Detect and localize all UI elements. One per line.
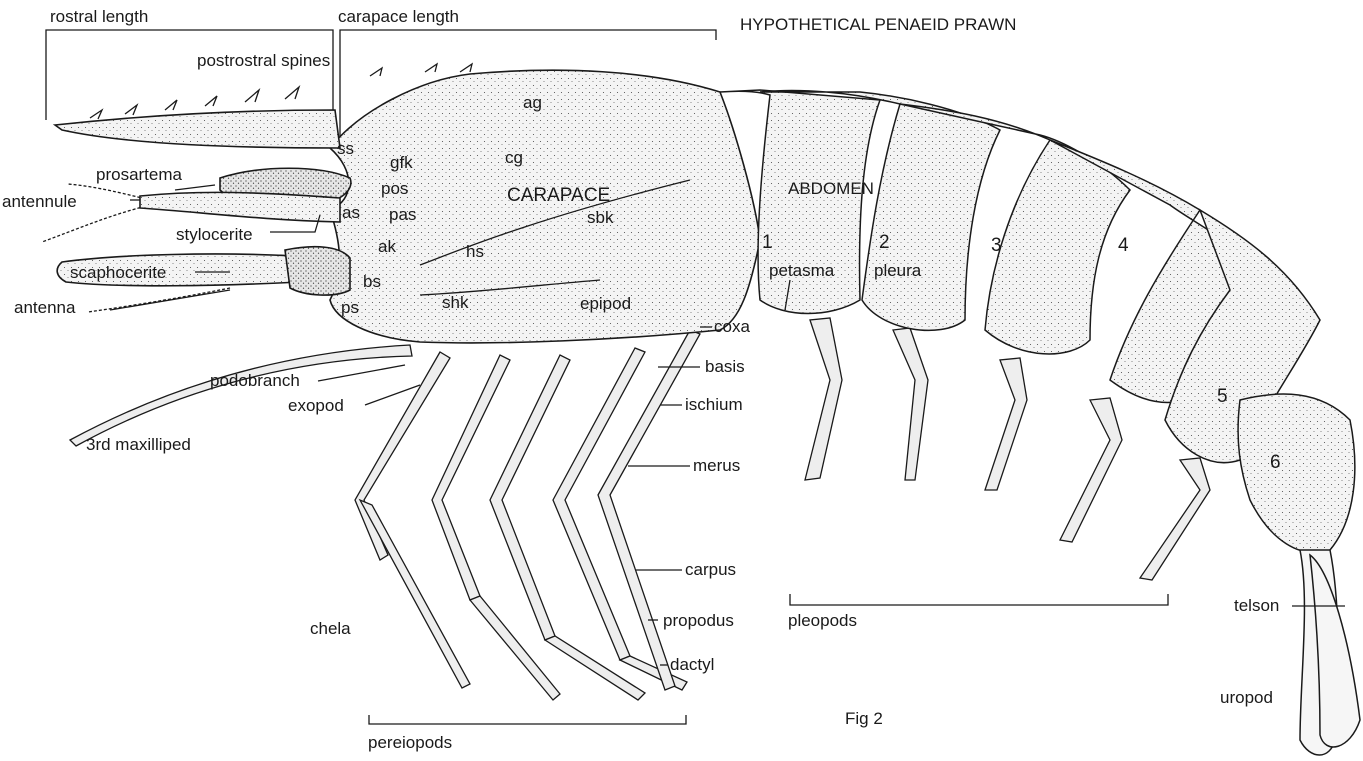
carapace-length-label: carapace length <box>338 7 459 26</box>
label-uropod: uropod <box>1220 688 1273 707</box>
label-chela: chela <box>310 619 351 638</box>
label-ak: ak <box>378 237 396 256</box>
label-pos: pos <box>381 179 408 198</box>
label-carpus: carpus <box>685 560 736 579</box>
label-sbk: sbk <box>587 208 614 227</box>
label-postrostral-spines: postrostral spines <box>197 51 330 70</box>
label-propodus: propodus <box>663 611 734 630</box>
label-basis: basis <box>705 357 745 376</box>
label-stylocerite: stylocerite <box>176 225 253 244</box>
label-exopod: exopod <box>288 396 344 415</box>
segment-number-3: 3 <box>991 235 1002 256</box>
label-merus: merus <box>693 456 740 475</box>
label-podobranch: podobranch <box>210 371 300 390</box>
segment-number-6: 6 <box>1270 452 1281 473</box>
label-dactyl: dactyl <box>670 655 714 674</box>
label-gfk: gfk <box>390 153 413 172</box>
antenna-flagellum <box>88 288 230 312</box>
title: HYPOTHETICAL PENAEID PRAWN <box>740 15 1016 34</box>
label-coxa: coxa <box>714 317 750 336</box>
label-cg: cg <box>505 148 523 167</box>
label-prosartema: prosartema <box>96 165 183 184</box>
carapace-region-label: CARAPACE <box>507 185 610 206</box>
label-scaphocerite: scaphocerite <box>70 263 166 282</box>
pleopods-bracket <box>790 594 1168 605</box>
segment-number-2: 2 <box>879 232 890 253</box>
label-ag: ag <box>523 93 542 112</box>
label-antenna: antenna <box>14 298 76 317</box>
label-hs: hs <box>466 242 484 261</box>
segment-number-5: 5 <box>1217 386 1228 407</box>
pereiopod-legs <box>355 330 700 700</box>
label-ps: ps <box>341 298 359 317</box>
label-ss: ss <box>337 139 354 158</box>
label-as: as <box>342 203 360 222</box>
label-pereiopods: pereiopods <box>368 733 452 752</box>
abdomen-region-label: ABDOMEN <box>788 179 874 198</box>
pereiopods-bracket <box>369 715 686 724</box>
label-pleopods: pleopods <box>788 611 857 630</box>
segment-number-1: 1 <box>762 232 773 253</box>
label-3rd-maxilliped: 3rd maxilliped <box>86 435 191 454</box>
rostral-length-label: rostral length <box>50 7 148 26</box>
label-pleura: pleura <box>874 261 922 280</box>
label-ischium: ischium <box>685 395 743 414</box>
third-maxilliped-appendage <box>70 345 412 446</box>
label-bs: bs <box>363 272 381 291</box>
label-telson: telson <box>1234 596 1279 615</box>
label-shk: shk <box>442 293 469 312</box>
figure-caption: Fig 2 <box>845 709 883 728</box>
label-epipod: epipod <box>580 294 631 313</box>
label-petasma: petasma <box>769 261 835 280</box>
segment-number-4: 4 <box>1118 235 1129 256</box>
telson-uropod <box>1300 550 1360 755</box>
label-pas: pas <box>389 205 416 224</box>
antennule-peduncle <box>140 192 340 222</box>
label-antennule: antennule <box>2 192 77 211</box>
